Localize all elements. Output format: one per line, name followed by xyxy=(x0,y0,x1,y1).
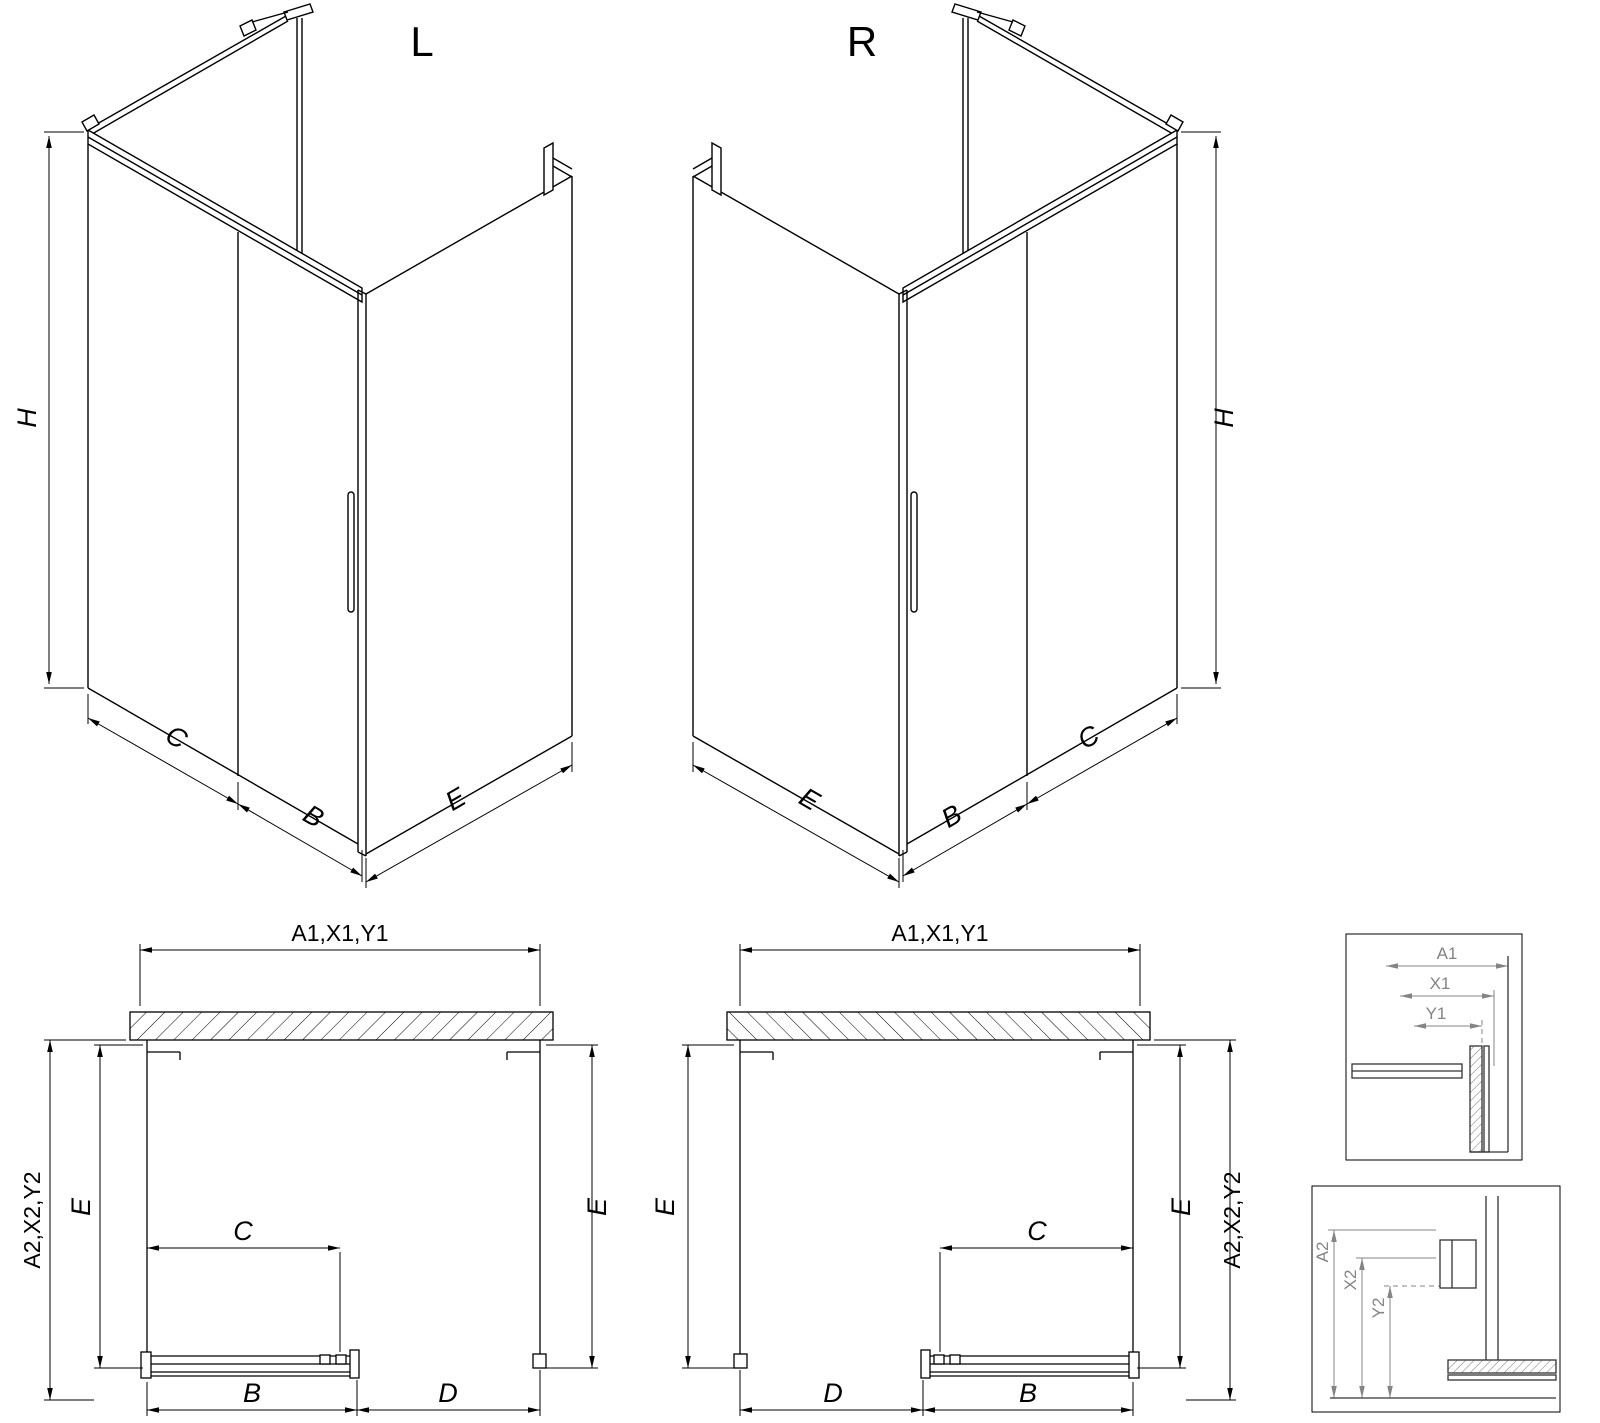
glass-gasket xyxy=(1483,1045,1490,1153)
detail-dim-a2: A2 xyxy=(1313,1242,1332,1263)
detail-width-dims xyxy=(1386,963,1508,1066)
iso-left-title: L xyxy=(410,18,433,65)
glass-section xyxy=(1447,1359,1557,1374)
detail-box xyxy=(1345,933,1523,1161)
iso-right-title: R xyxy=(847,18,877,65)
detail-width-geometry xyxy=(1351,956,1509,1153)
glass-gasket xyxy=(1447,1374,1557,1381)
detail-dim-y1: Y1 xyxy=(1426,1004,1447,1023)
iso-left-dim-c: C xyxy=(161,719,193,755)
plan-view-left xyxy=(44,944,598,1416)
iso-view-left xyxy=(44,4,572,888)
detail-view-depth: A2 X2 Y2 xyxy=(1311,1185,1561,1413)
plan-left-dim-e-left: E xyxy=(66,1197,96,1216)
detail-dim-x2: X2 xyxy=(1341,1270,1360,1291)
plan-left-dim-a1: A1,X1,Y1 xyxy=(291,920,388,946)
detail-depth-geometry xyxy=(1330,1196,1557,1399)
plan-right-dim-d: D xyxy=(823,1378,843,1408)
plan-right-dim-e-right: E xyxy=(1166,1197,1196,1216)
plan-right-dim-a2: A2,X2,Y2 xyxy=(1219,1171,1245,1268)
iso-right-dim-e: E xyxy=(794,782,825,817)
glass-section xyxy=(1469,1045,1483,1153)
iso-right-dim-h: H xyxy=(1209,408,1239,428)
detail-dim-y2: Y2 xyxy=(1369,1298,1388,1319)
iso-right-dim-b: B xyxy=(936,799,967,834)
plan-left-dim-c: C xyxy=(233,1216,253,1246)
plan-left-dim-a2: A2,X2,Y2 xyxy=(19,1171,45,1268)
plan-view-right xyxy=(682,944,1236,1416)
iso-left-dim-b: B xyxy=(298,799,329,834)
iso-left-dim-h: H xyxy=(12,408,42,428)
iso-right-dim-c: C xyxy=(1073,719,1105,755)
plan-left-dim-b: B xyxy=(243,1378,261,1408)
iso-view-right xyxy=(693,4,1221,888)
plan-right-dim-a1: A1,X1,Y1 xyxy=(891,920,988,946)
profile-section xyxy=(1439,1239,1477,1289)
detail-dim-x1: X1 xyxy=(1430,974,1451,993)
plan-left-dim-d: D xyxy=(438,1378,458,1408)
detail-dim-a1: A1 xyxy=(1437,944,1458,963)
detail-view-width: A1 X1 Y1 xyxy=(1345,933,1523,1161)
plan-right-dim-e-left: E xyxy=(650,1197,680,1216)
iso-left-dim-e: E xyxy=(440,781,471,816)
plan-right-dim-b: B xyxy=(1019,1378,1037,1408)
detail-box xyxy=(1311,1185,1561,1413)
plan-left-dim-e-right: E xyxy=(582,1197,612,1216)
detail-depth-dims xyxy=(1328,1229,1448,1398)
plan-right-dim-c: C xyxy=(1027,1216,1047,1246)
